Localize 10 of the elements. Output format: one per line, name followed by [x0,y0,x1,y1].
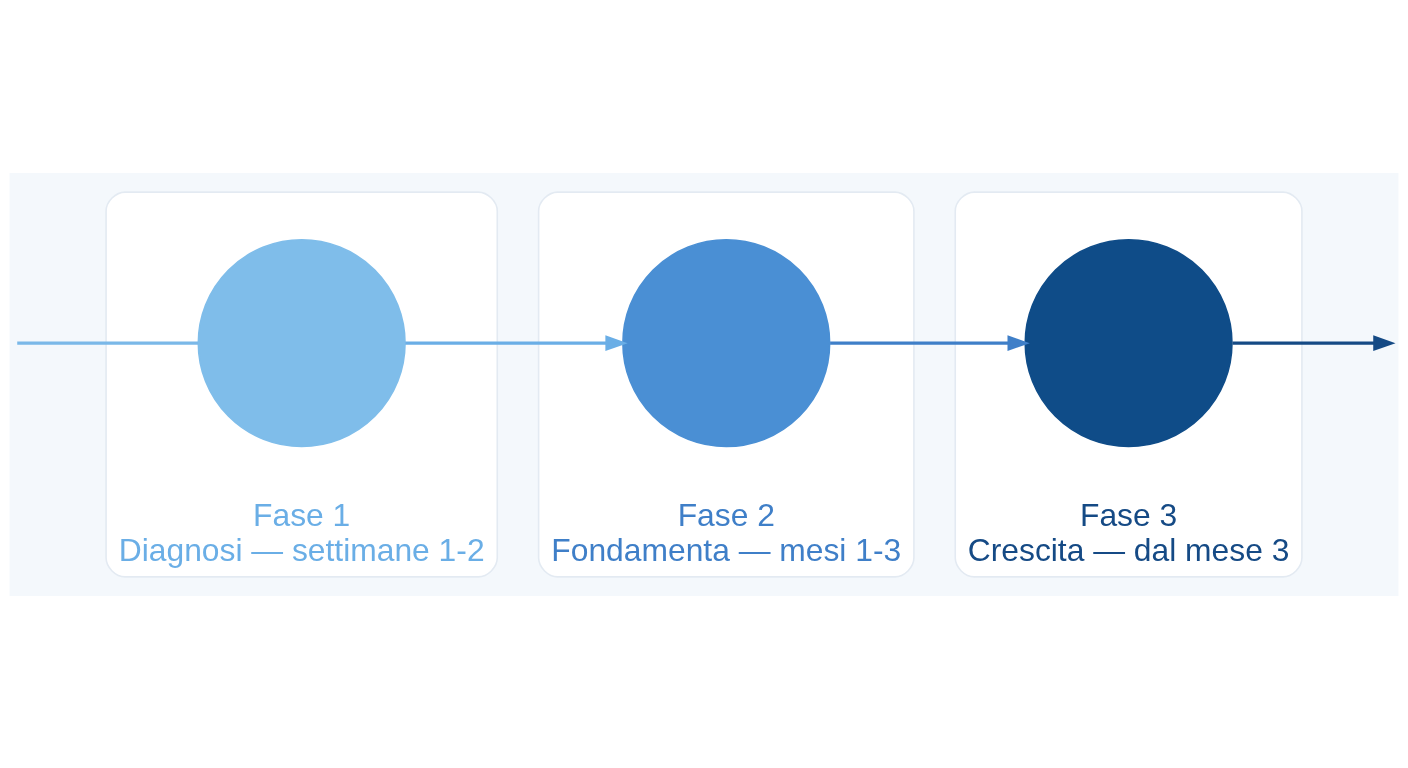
arrow [1232,334,1396,351]
cluster: Fase 2 Fondamenta — mesi 1-3 [537,190,915,578]
arrow [830,334,1030,351]
node-circle [197,238,406,447]
cluster: Fase 3 Crescita — dal mese 3 [954,190,1303,578]
connector [17,341,199,345]
node-circle [1024,238,1233,447]
node-circle [622,238,831,447]
cluster: Fase 1 Diagnosi — settimane 1-2 [105,190,499,578]
arrow [405,334,628,351]
